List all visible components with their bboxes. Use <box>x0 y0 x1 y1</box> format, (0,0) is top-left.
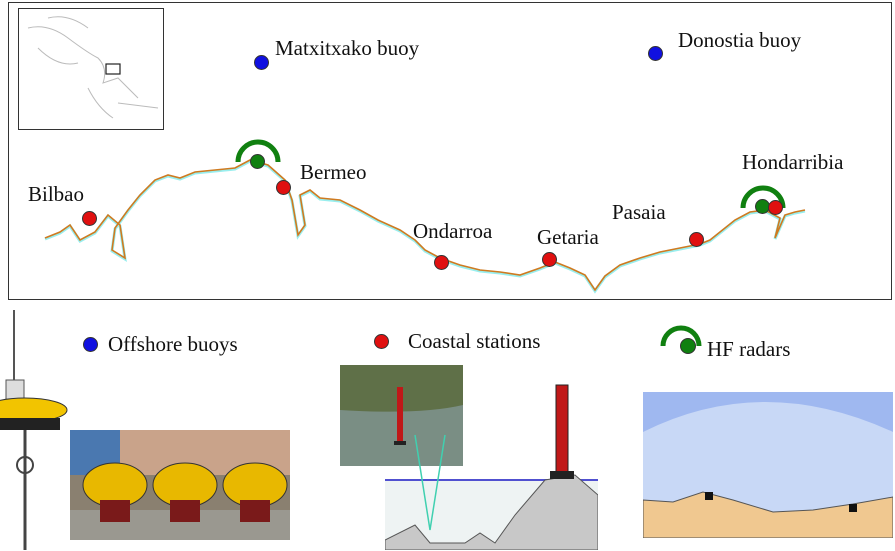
buoys-photo <box>70 430 290 540</box>
label-bermeo: Bermeo <box>300 160 367 184</box>
label-matxitxako-buoy: Matxitxako buoy <box>275 36 420 60</box>
hf-radar-diagram <box>643 392 893 538</box>
legend-coastal-stations: Coastal stations <box>408 329 541 353</box>
legend-coastal-icon <box>374 334 389 349</box>
coastal-station-diagram <box>385 384 598 550</box>
coastline <box>44 139 806 294</box>
legend-offshore-buoys: Offshore buoys <box>108 332 238 356</box>
buoy-marker-matxitxako <box>254 55 269 70</box>
label-hondarribia: Hondarribia <box>742 150 844 174</box>
legend-hf-radar-icon <box>660 325 702 354</box>
station-marker-ondarroa <box>434 255 449 270</box>
inset-overview-map <box>18 8 164 130</box>
hf-radar-hondarribia-icon <box>740 185 786 209</box>
label-pasaia: Pasaia <box>612 200 666 224</box>
label-donostia-buoy: Donostia buoy <box>678 28 802 52</box>
station-marker-getaria <box>542 252 557 267</box>
legend-offshore-icon <box>83 337 98 352</box>
radar-marker-bermeo <box>250 154 265 169</box>
legend-hf-radars: HF radars <box>707 337 791 361</box>
hf-radar-bermeo-icon <box>235 139 281 163</box>
label-bilbao: Bilbao <box>28 182 84 206</box>
station-marker-bermeo <box>276 180 291 195</box>
station-marker-pasaia <box>689 232 704 247</box>
station-marker-hondarribia <box>768 200 783 215</box>
buoy-illustration <box>0 310 68 550</box>
label-ondarroa: Ondarroa <box>413 219 493 243</box>
label-getaria: Getaria <box>537 225 599 249</box>
station-marker-bilbao <box>82 211 97 226</box>
buoy-marker-donostia <box>648 46 663 61</box>
map-frame <box>8 2 892 300</box>
